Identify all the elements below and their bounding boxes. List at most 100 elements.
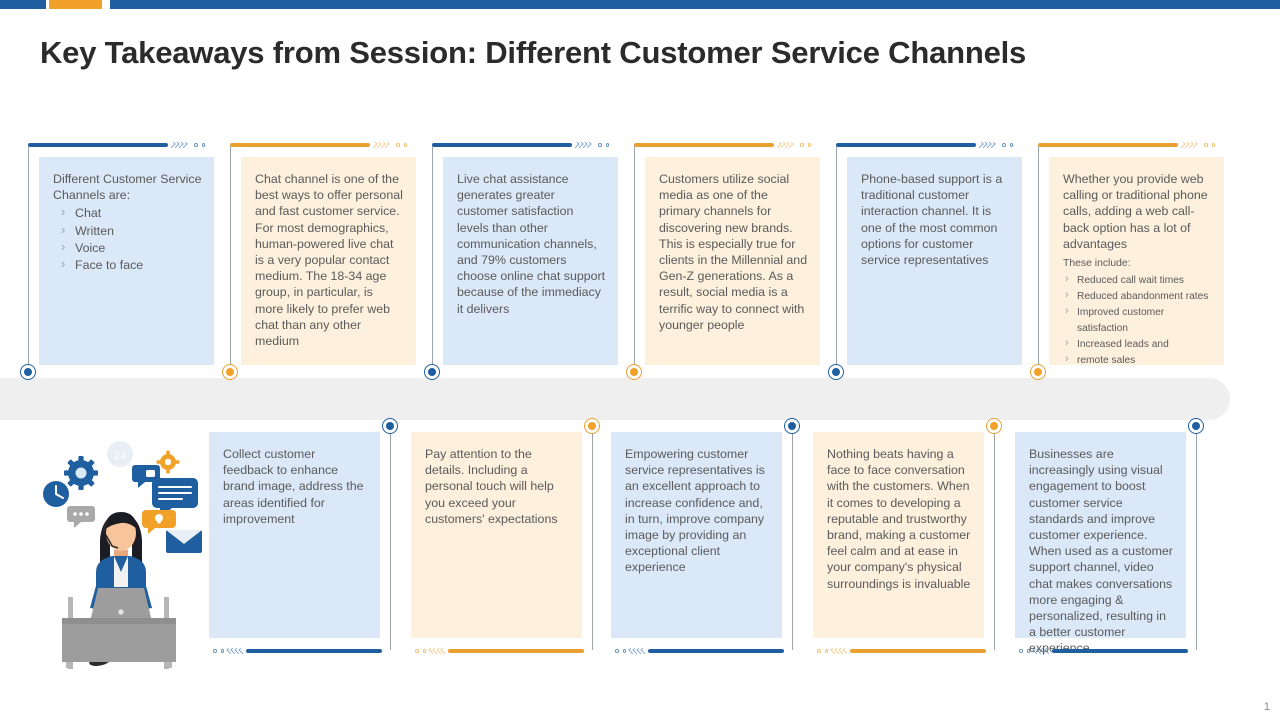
chevrons-icon [169, 141, 188, 149]
card-heading: Different Customer Service Channels are: [53, 172, 202, 203]
card-body: Phone-based support is a traditional cus… [847, 157, 1022, 365]
card-header-rule [634, 140, 820, 150]
connector-stem [994, 426, 995, 650]
rule-line [246, 649, 382, 653]
timeline-node[interactable] [986, 418, 1002, 434]
dots-icon [611, 649, 626, 653]
rule-line [1052, 649, 1188, 653]
card-details[interactable]: Pay attention to the details. Including … [411, 418, 600, 656]
card-sub-bullet-item: remote sales [1063, 352, 1212, 368]
card-body: Chat channel is one of the best ways to … [241, 157, 416, 365]
rule-line [28, 143, 168, 147]
card-header-rule [432, 140, 618, 150]
card-face-to-face[interactable]: Nothing beats having a face to face conv… [813, 418, 1002, 656]
timeline-node-dot [386, 422, 394, 430]
card-body: Collect customer feedback to enhance bra… [209, 432, 380, 638]
card-sub-intro: These include: [1063, 258, 1131, 270]
timeline-node-dot [588, 422, 596, 430]
timeline-node[interactable] [626, 364, 642, 380]
card-body: Pay attention to the details. Including … [411, 432, 582, 638]
chevrons-icon [977, 141, 996, 149]
timeline-node-dot [24, 368, 32, 376]
timeline-node[interactable] [828, 364, 844, 380]
rule-line [432, 143, 572, 147]
card-header-rule [836, 140, 1022, 150]
top-accent-segment-blue-right [110, 0, 1280, 9]
rule-line [648, 649, 784, 653]
dots-icon [998, 143, 1013, 147]
connector-stem [792, 426, 793, 650]
card-chat[interactable]: Chat channel is one of the best ways to … [222, 140, 416, 385]
timeline-band [0, 378, 1230, 420]
card-footer-rule [209, 646, 391, 656]
card-text: Chat channel is one of the best ways to … [255, 172, 403, 349]
connector-stem [28, 146, 29, 372]
top-accent-segment-orange [49, 0, 102, 9]
timeline-node-dot [630, 368, 638, 376]
card-sub-bullet-item: Reduced call wait times [1063, 272, 1212, 288]
timeline-node[interactable] [424, 364, 440, 380]
dots-icon [209, 649, 224, 653]
chat-dots-icon [67, 506, 95, 528]
card-body: Empowering customer service representati… [611, 432, 782, 638]
card-video-chat[interactable]: Businesses are increasingly using visual… [1015, 418, 1204, 656]
timeline-node-dot [788, 422, 796, 430]
connector-stem [836, 146, 837, 372]
timeline-node[interactable] [20, 364, 36, 380]
card-body: Live chat assistance generates greater c… [443, 157, 618, 365]
dots-icon [392, 143, 407, 147]
card-sub-bullet-item: Reduced abandonment rates [1063, 288, 1212, 304]
rule-line [836, 143, 976, 147]
card-bullet-item: Face to face [53, 256, 202, 273]
card-sub-bullet-list: Reduced call wait timesReduced abandonme… [1063, 272, 1212, 368]
timeline-node[interactable] [584, 418, 600, 434]
connector-stem [432, 146, 433, 372]
envelope-icon [166, 530, 202, 553]
gear-icon-small [156, 450, 180, 474]
card-channels[interactable]: Different Customer Service Channels are:… [20, 140, 214, 385]
top-accent-bar [0, 0, 1280, 9]
card-text: Collect customer feedback to enhance bra… [223, 447, 364, 526]
rule-line [230, 143, 370, 147]
timeline-node[interactable] [222, 364, 238, 380]
card-footer-rule [813, 646, 995, 656]
card-text: Empowering customer service representati… [625, 447, 765, 575]
card-feedback[interactable]: Collect customer feedback to enhance bra… [209, 418, 398, 656]
timeline-node[interactable] [1030, 364, 1046, 380]
chevrons-icon [775, 141, 794, 149]
connector-stem [634, 146, 635, 372]
connector-stem [230, 146, 231, 372]
timeline-node[interactable] [784, 418, 800, 434]
page-number: 1 [1263, 701, 1270, 713]
dots-icon [1015, 649, 1030, 653]
tag-icon [132, 465, 160, 488]
card-live-chat[interactable]: Live chat assistance generates greater c… [424, 140, 618, 385]
card-body: Whether you provide web calling or tradi… [1049, 157, 1224, 368]
connector-stem [1196, 426, 1197, 650]
card-social-media[interactable]: Customers utilize social media as one of… [626, 140, 820, 385]
rule-line [448, 649, 584, 653]
timeline-node-dot [1034, 368, 1042, 376]
card-footer-rule [1015, 646, 1197, 656]
card-empowering[interactable]: Empowering customer service representati… [611, 418, 800, 656]
card-bullet-list: ChatWrittenVoiceFace to face [53, 204, 202, 273]
timeline-node[interactable] [382, 418, 398, 434]
svg-text:24: 24 [114, 450, 126, 462]
dots-icon [796, 143, 811, 147]
card-text: Customers utilize social media as one of… [659, 172, 808, 332]
24-7-icon: 24 [107, 441, 133, 467]
timeline-node-dot [832, 368, 840, 376]
chevrons-icon [428, 647, 447, 655]
dots-icon [411, 649, 426, 653]
chevrons-icon [226, 647, 245, 655]
card-body: Businesses are increasingly using visual… [1015, 432, 1186, 655]
card-phone[interactable]: Phone-based support is a traditional cus… [828, 140, 1022, 385]
card-callback[interactable]: Whether you provide web calling or tradi… [1030, 140, 1224, 385]
timeline-node[interactable] [1188, 418, 1204, 434]
card-body: Different Customer Service Channels are:… [39, 157, 214, 365]
connector-stem [390, 426, 391, 650]
timeline-node-dot [990, 422, 998, 430]
card-text: Nothing beats having a face to face conv… [827, 447, 971, 591]
card-text: Pay attention to the details. Including … [425, 447, 558, 526]
